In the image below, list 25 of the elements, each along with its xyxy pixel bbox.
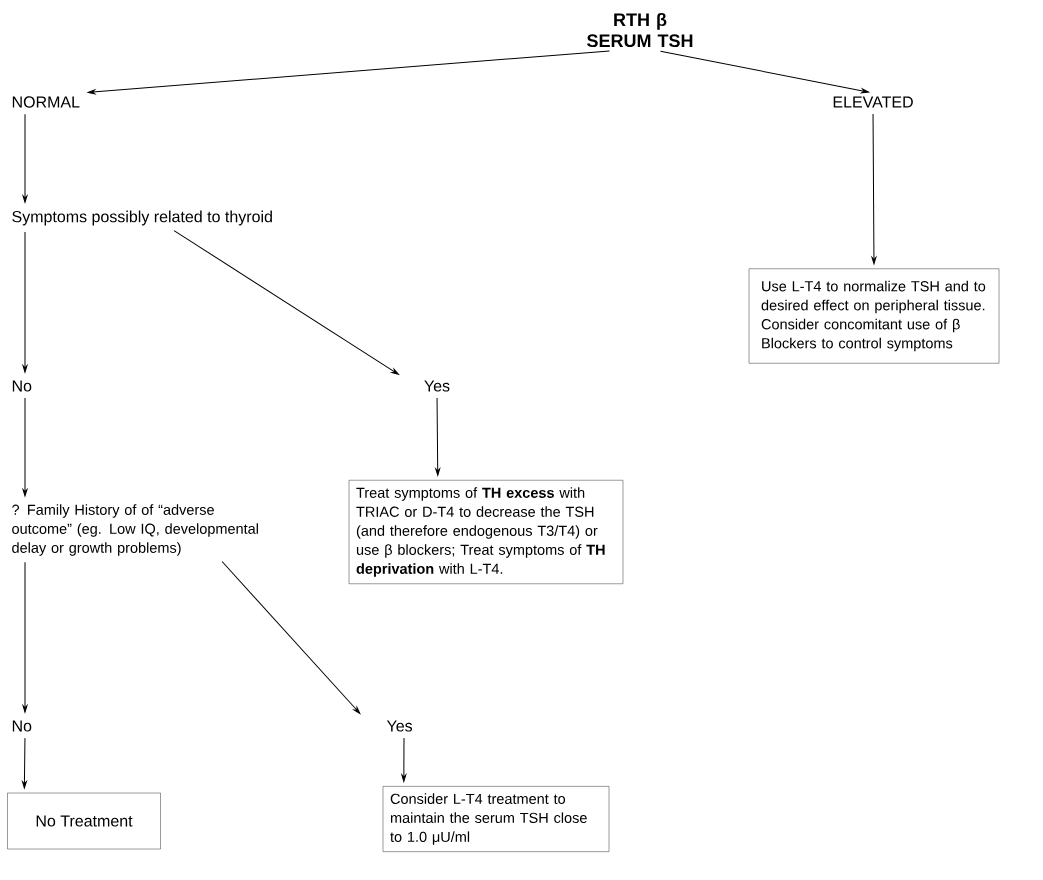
arrow — [221, 561, 361, 714]
question-text: Symptoms possibly related to thyroid — [12, 210, 272, 226]
arrow — [401, 737, 407, 782]
answer-label: Yes — [386, 720, 413, 732]
arrow — [22, 561, 28, 713]
arrow — [22, 231, 28, 373]
arrow — [22, 397, 28, 497]
arrow — [871, 113, 877, 265]
action-box: Treat symptoms of TH excess with TRIAC or D-T4 to decrease the TSH (and therefore endogenous T3/T4) or use β blockers; Treat symptoms of TH deprivation with L-T4. — [348, 480, 624, 584]
arrow — [87, 50, 610, 95]
answer-label: No — [12, 380, 32, 392]
answer-label: Yes — [424, 380, 450, 392]
heading: RTH β SERUM TSH — [587, 12, 693, 48]
action-box: No Treatment — [7, 792, 161, 850]
answer-label: No — [12, 720, 32, 732]
arrow — [435, 397, 441, 476]
arrow — [22, 737, 27, 789]
arrow — [660, 50, 869, 94]
branch-label: NORMAL — [12, 96, 80, 108]
arrow — [22, 113, 28, 203]
arrow — [173, 230, 399, 375]
action-box: Use L-T4 to normalize TSH and to desired effect on peripheral tissue. Consider concomitant use of β Blockers to control symptoms — [748, 268, 1000, 364]
action-box: Consider L-T4 treatment to maintain the serum TSH close to 1.0 μU/ml — [382, 786, 610, 852]
question-text: ? Family History of of “adverse outcome” (eg. Low IQ, developmental delay or growth problems) — [12, 504, 258, 556]
branch-label: ELEVATED — [833, 96, 913, 108]
